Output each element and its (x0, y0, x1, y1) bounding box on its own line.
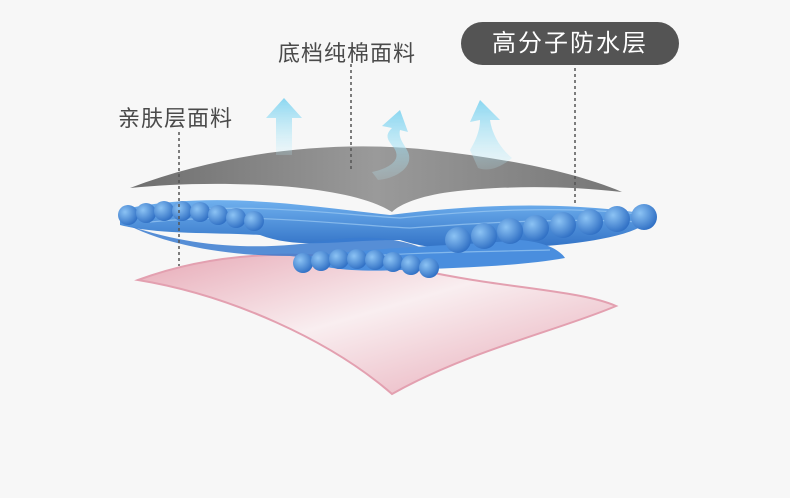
curved-arrow-icon (372, 110, 410, 180)
skin-layer-fabric (134, 253, 619, 396)
cotton-base-label: 底档纯棉面料 (278, 42, 417, 67)
diagonal-arrow-icon (470, 100, 512, 170)
air-flow-arrows (266, 98, 512, 180)
waterproof-fibers (118, 200, 657, 278)
skin-layer-label: 亲肤层面料 (118, 107, 234, 132)
waterproof-layer-badge: 高分子防水层 (461, 22, 679, 65)
upward-arrow-icon (266, 98, 302, 155)
